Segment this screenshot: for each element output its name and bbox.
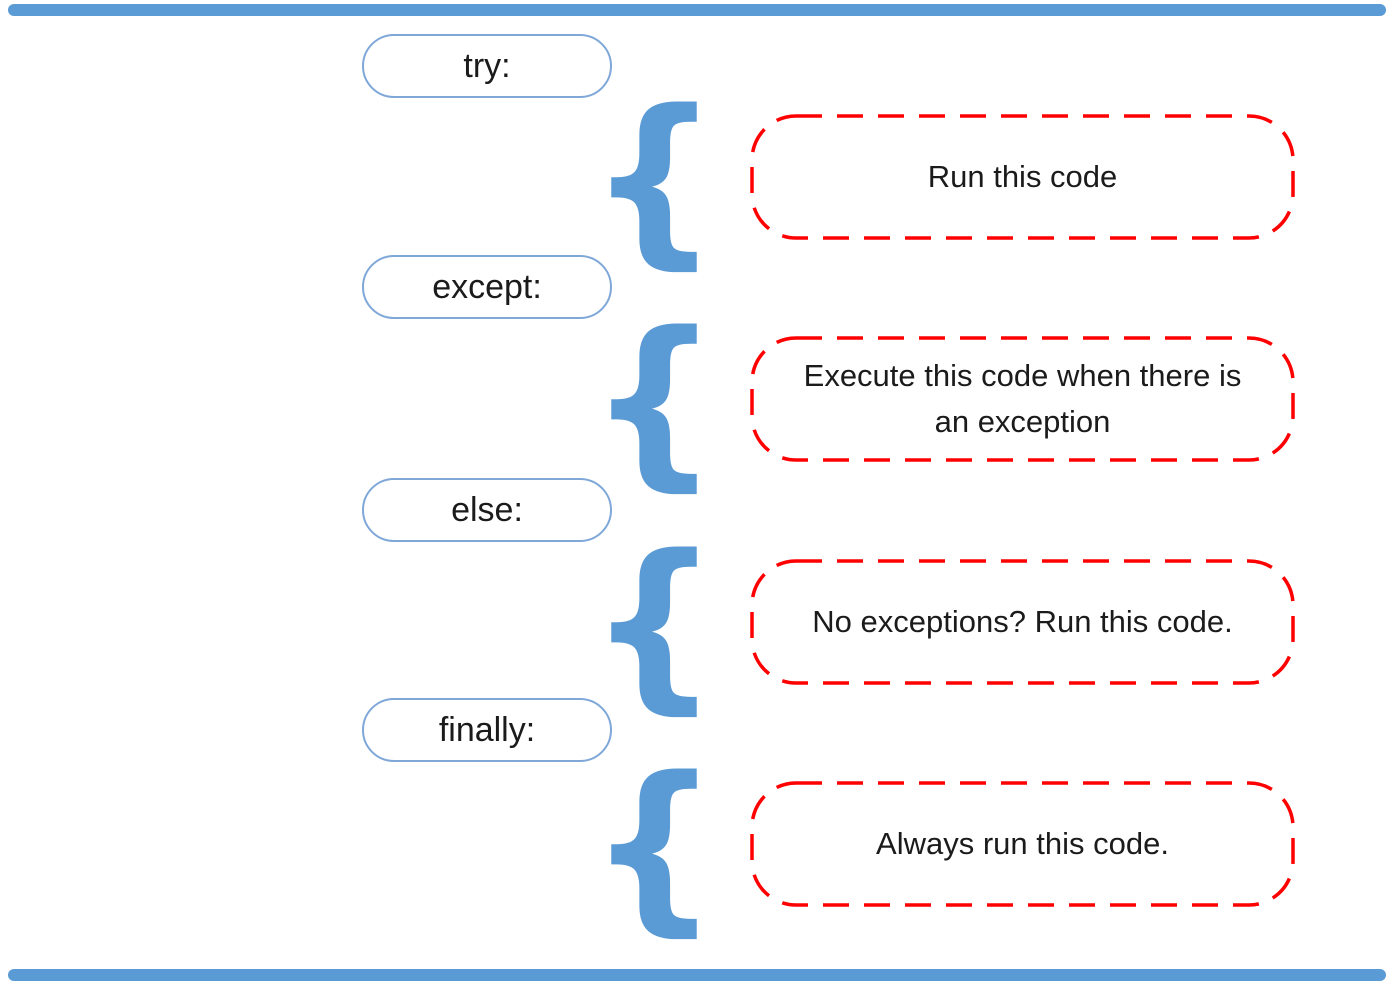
description-box-finally: Always run this code.: [750, 781, 1295, 907]
description-label-else: No exceptions? Run this code.: [812, 603, 1233, 639]
keyword-label-else: else:: [451, 490, 523, 529]
top-border-line: [8, 4, 1386, 16]
keyword-label-finally: finally:: [438, 710, 536, 749]
keyword-label-try: try:: [463, 46, 511, 85]
bottom-border-line: [8, 969, 1386, 981]
dashed-border: [750, 559, 1295, 685]
curly-brace-icon: {: [588, 69, 720, 286]
dashed-border: [750, 781, 1295, 907]
curly-brace-icon: {: [588, 291, 720, 508]
description-label-try: Run this code: [927, 158, 1118, 194]
description-label-except: Execute this code when there is an excep…: [803, 357, 1242, 440]
description-box-except: Execute this code when there is an excep…: [750, 336, 1295, 462]
description-box-try: Run this code: [750, 114, 1295, 240]
description-box-else: No exceptions? Run this code.: [750, 559, 1295, 685]
keyword-pill-else: else:: [362, 478, 612, 542]
curly-brace-icon: {: [588, 514, 720, 731]
keyword-pill-finally: finally:: [362, 698, 612, 762]
dashed-border: [750, 114, 1295, 240]
keyword-label-except: except:: [432, 267, 542, 306]
description-label-finally: Always run this code.: [876, 825, 1169, 861]
keyword-pill-try: try:: [362, 34, 612, 98]
keyword-pill-except: except:: [362, 255, 612, 319]
curly-brace-icon: {: [588, 736, 720, 953]
dashed-border: [750, 336, 1295, 462]
